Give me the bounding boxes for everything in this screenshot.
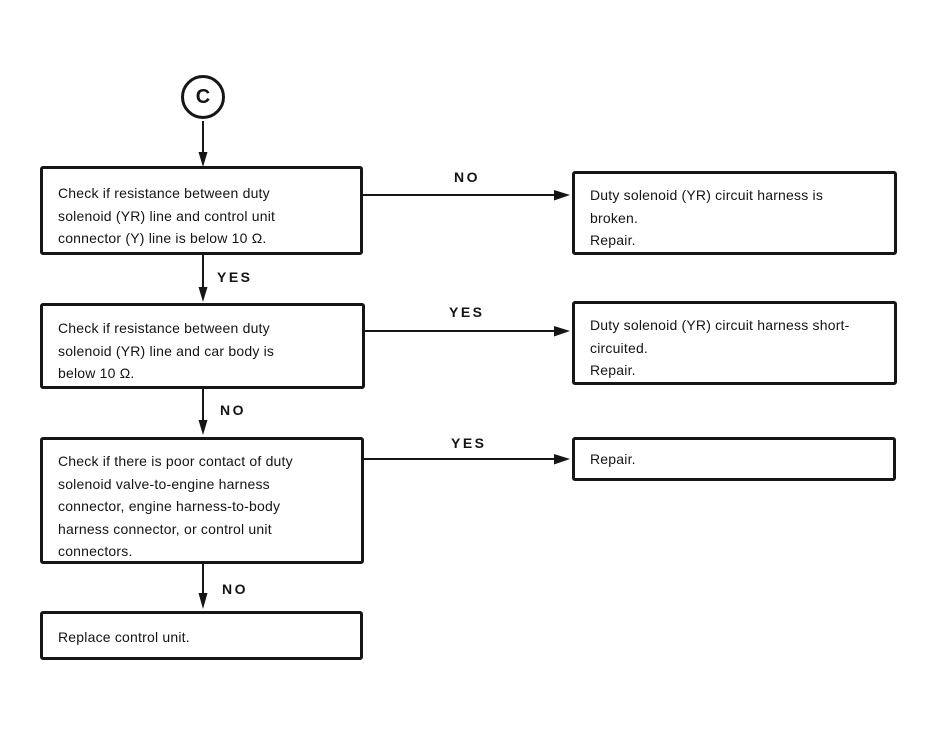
arrow-entry-to-check1	[198, 121, 208, 167]
check-box-poor-contact: Check if there is poor contact of duty s…	[40, 437, 364, 564]
edge-label-no-2: NO	[218, 402, 248, 418]
edge-label-yes-2: YES	[447, 304, 487, 320]
result-box-harness-broken: Duty solenoid (YR) circuit harness is br…	[572, 171, 897, 255]
result-box-text: Duty solenoid (YR) circuit harness is br…	[590, 187, 824, 226]
check-box-text: Check if resistance between duty solenoi…	[58, 185, 276, 246]
check-box-resistance-control-unit: Check if resistance between duty solenoi…	[40, 166, 363, 255]
result-box-text: Duty solenoid (YR) circuit harness short…	[590, 317, 850, 356]
edge-label-no-1: NO	[452, 169, 482, 185]
edge-label-no-3: NO	[220, 581, 250, 597]
result-box-text: Repair.	[590, 232, 636, 248]
result-box-text: Repair.	[590, 451, 636, 467]
edge-label-yes-3: YES	[449, 435, 489, 451]
connector-c-terminal: C	[181, 75, 225, 119]
edge-label-yes-1: YES	[215, 269, 255, 285]
check-box-text: Check if there is poor contact of duty s…	[58, 453, 293, 559]
action-box-text: Replace control unit.	[58, 629, 190, 645]
arrow-check2-to-result2	[365, 326, 570, 337]
arrow-check3-to-result3	[364, 454, 570, 465]
arrow-check2-to-check3	[198, 389, 208, 435]
arrow-check1-to-result1	[363, 190, 570, 201]
check-box-text: Check if resistance between duty solenoi…	[58, 320, 275, 381]
arrow-check1-to-check2	[198, 255, 208, 302]
result-box-text: Repair.	[590, 362, 636, 378]
action-box-replace-control-unit: Replace control unit.	[40, 611, 363, 660]
result-box-repair: Repair.	[572, 437, 896, 481]
arrow-check3-to-check4	[198, 564, 208, 609]
connector-c-label: C	[195, 85, 211, 108]
check-box-resistance-car-body: Check if resistance between duty solenoi…	[40, 303, 365, 389]
result-box-harness-short-circuited: Duty solenoid (YR) circuit harness short…	[572, 301, 897, 385]
